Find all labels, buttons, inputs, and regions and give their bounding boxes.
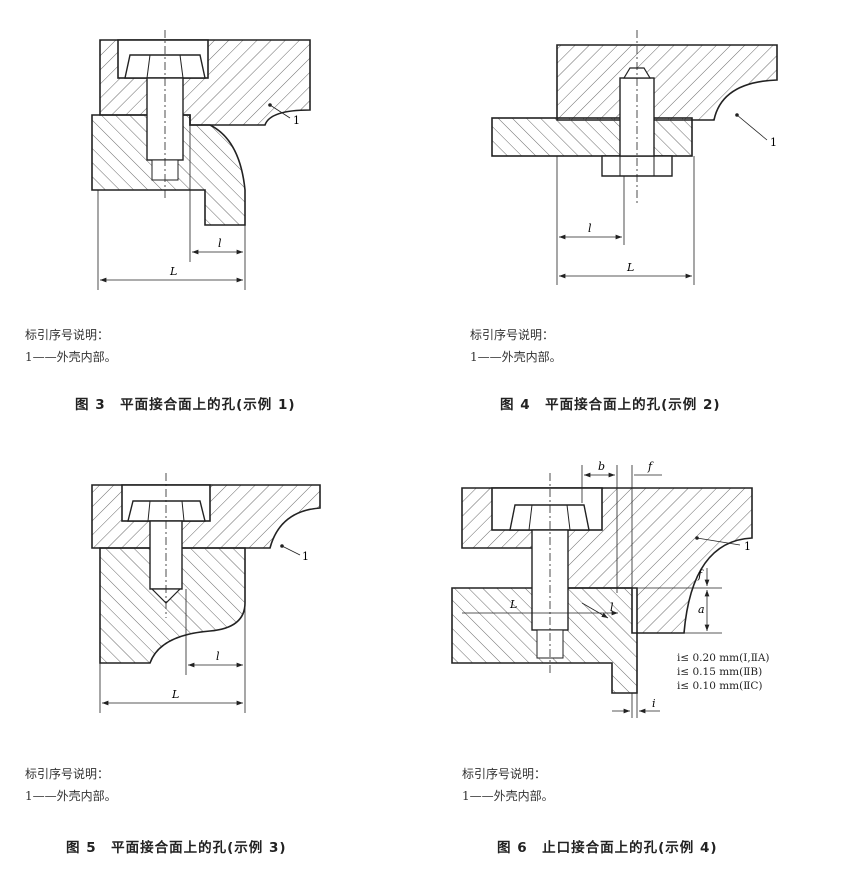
fig5-legend: 标引序号说明： 1——外壳内部。 (25, 763, 117, 807)
fig3-L-label: L (169, 265, 177, 278)
fig4-ref-label: 1 (770, 136, 777, 149)
fig6-l-label: l (610, 601, 614, 614)
fig6-L-label: L (509, 598, 517, 611)
fig6-i-label: i (652, 697, 656, 710)
legend-item: 1——外壳内部。 (25, 350, 117, 364)
fig5-l-label: l (216, 650, 220, 663)
figure-4: 1 l L 标引序号说明： 1——外壳内部。 图 4 平面接合面上的孔(示例 2… (422, 0, 844, 443)
fig6-legend: 标引序号说明： 1——外壳内部。 (462, 763, 554, 807)
fig5-ref-label: 1 (302, 550, 309, 563)
figure-4-drawing: 1 l L (491, 30, 778, 285)
fig5-L-label: L (171, 688, 179, 701)
tolerance-line: i≤ 0.20 mm(Ⅰ,ⅡA) (677, 652, 770, 664)
legend-title: 标引序号说明： (462, 767, 547, 781)
fig3-ref-label: 1 (293, 114, 300, 127)
fig6-tolerances: i≤ 0.20 mm(Ⅰ,ⅡA) i≤ 0.15 mm(ⅡB) i≤ 0.10 … (677, 651, 770, 693)
figure-3-caption: 图 3 平面接合面上的孔(示例 1) (75, 397, 296, 413)
fig6-a-label: a (698, 603, 705, 616)
figure-3-drawing: 1 l L (91, 30, 311, 290)
figure-4-caption: 图 4 平面接合面上的孔(示例 2) (500, 397, 721, 413)
figure-6-drawing: b f 1 f a L l i (451, 460, 753, 718)
figure-6-caption: 图 6 止口接合面上的孔(示例 4) (497, 840, 718, 856)
figure-5-caption: 图 5 平面接合面上的孔(示例 3) (66, 840, 287, 856)
fig3-l-label: l (218, 237, 222, 250)
figure-5: 1 l L 标引序号说明： 1——外壳内部。 图 5 平面接合面上的孔(示例 3… (0, 443, 422, 886)
fig4-legend: 标引序号说明： 1——外壳内部。 (470, 324, 562, 368)
legend-item: 1——外壳内部。 (462, 789, 554, 803)
fig6-f-side-label: f (697, 568, 704, 581)
legend-title: 标引序号说明： (25, 767, 110, 781)
figure-5-drawing: 1 l L (91, 473, 321, 713)
fig4-l-label: l (588, 222, 592, 235)
figure-3: 1 l L 标引序号说明： 1——外壳内部。 图 3 平面接合面上的孔(示例 1… (0, 0, 422, 443)
fig6-ref-label: 1 (744, 540, 751, 553)
fig3-legend: 标引序号说明： 1——外壳内部。 (25, 324, 117, 368)
fig6-f-top-label: f (647, 460, 654, 473)
tolerance-line: i≤ 0.15 mm(ⅡB) (677, 666, 763, 678)
tolerance-line: i≤ 0.10 mm(ⅡC) (677, 680, 763, 692)
legend-item: 1——外壳内部。 (470, 350, 562, 364)
legend-title: 标引序号说明： (25, 328, 110, 342)
legend-title: 标引序号说明： (470, 328, 555, 342)
legend-item: 1——外壳内部。 (25, 789, 117, 803)
figure-6: b f 1 f a L l i i≤ 0.20 mm(Ⅰ,ⅡA) i≤ 0.15… (422, 443, 844, 886)
fig6-b-label: b (598, 460, 605, 473)
fig4-L-label: L (626, 261, 634, 274)
